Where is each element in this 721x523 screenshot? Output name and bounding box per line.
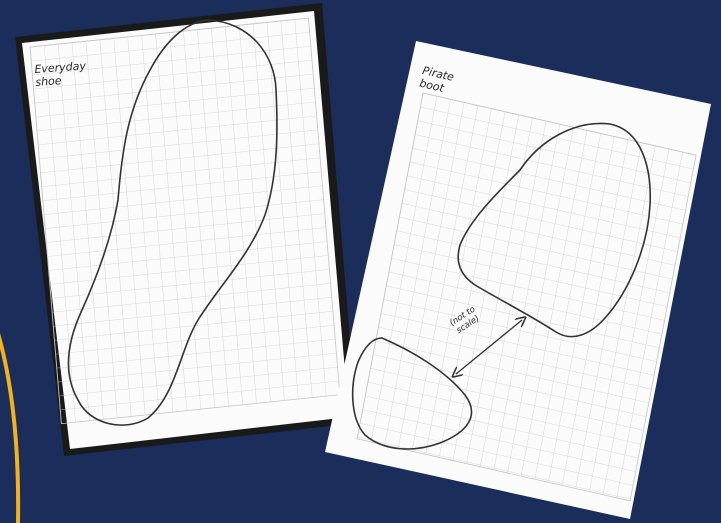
everyday-shoe-label: Everyday shoe	[34, 59, 87, 89]
right-sheet	[325, 41, 711, 519]
accent-arc	[0, 260, 18, 523]
